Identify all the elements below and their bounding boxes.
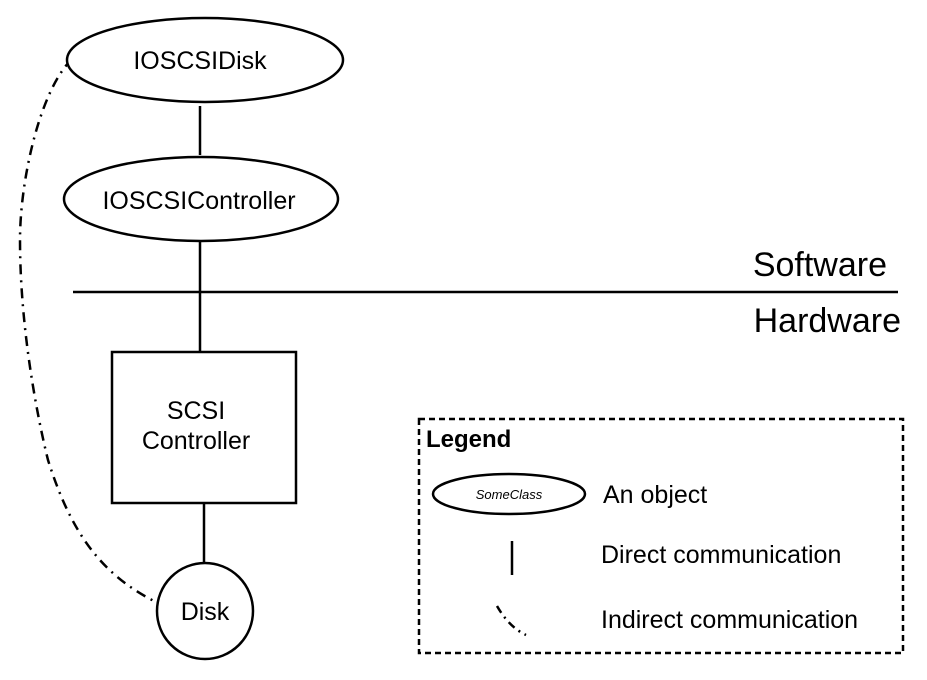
- legend-title: Legend: [426, 426, 511, 453]
- legend-sample-text: SomeClass: [476, 487, 543, 502]
- legend-item-direct-label: Direct communication: [601, 541, 841, 569]
- node-ioscsicontroller[interactable]: IOSCSIController: [62, 155, 340, 243]
- legend-item-indirect: Indirect communication: [495, 605, 858, 637]
- legend-dash-dot-line-icon: [495, 605, 527, 637]
- legend-item-object: SomeClass An object: [431, 472, 707, 516]
- node-scsi-controller-label-line1: SCSI: [167, 397, 225, 425]
- legend-item-indirect-label: Indirect communication: [601, 606, 858, 634]
- node-disk-label: Disk: [181, 598, 230, 626]
- software-label: Software: [753, 246, 887, 284]
- node-ioscsicontroller-label: IOSCSIController: [102, 187, 295, 215]
- node-ioscsidisk[interactable]: IOSCSIDisk: [65, 16, 345, 104]
- node-ioscsidisk-label: IOSCSIDisk: [133, 47, 267, 75]
- legend-ellipse-icon: [431, 472, 587, 516]
- node-scsi-controller[interactable]: SCSI Controller: [110, 350, 298, 505]
- node-scsi-controller-label-line2: Controller: [142, 427, 250, 455]
- legend-border: [417, 417, 905, 655]
- legend-item-object-label: An object: [603, 481, 707, 509]
- indirect-communication-edge: [18, 58, 159, 605]
- node-disk[interactable]: Disk: [155, 561, 255, 661]
- legend-item-direct: Direct communication: [510, 541, 841, 575]
- hardware-label: Hardware: [754, 302, 901, 340]
- legend: Legend SomeClass An object Direct commun…: [417, 417, 905, 655]
